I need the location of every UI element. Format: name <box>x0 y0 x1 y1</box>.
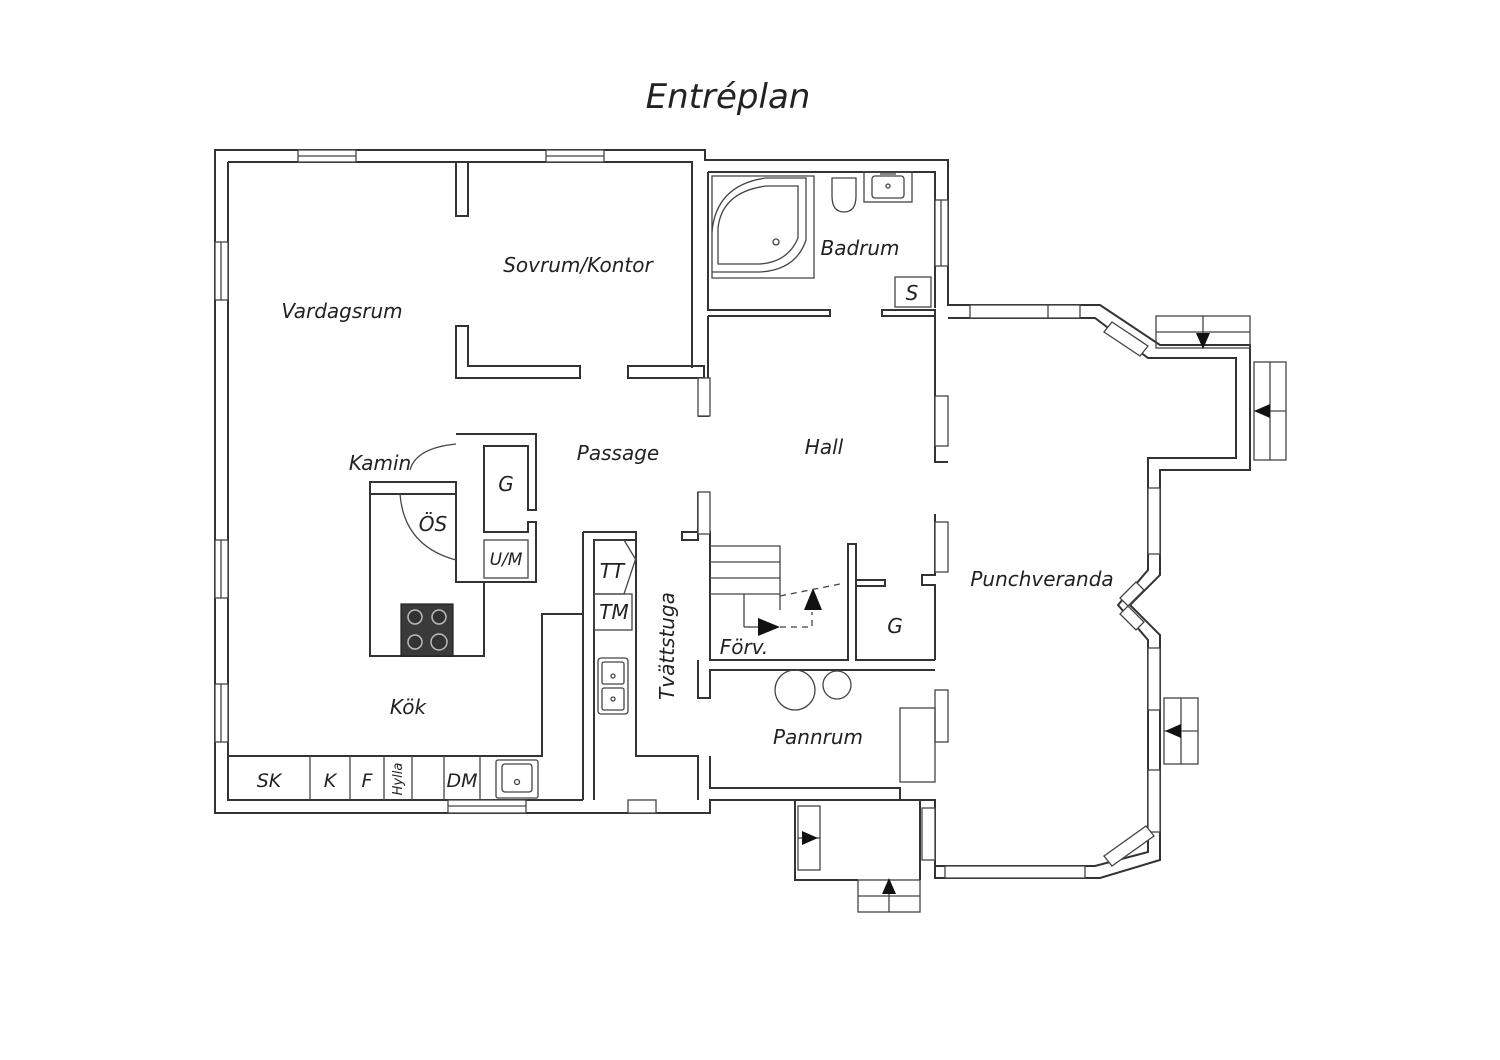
label-um: U/M <box>490 550 523 570</box>
label-hylla: Hylla <box>391 763 406 796</box>
arrow-left-icon <box>1254 404 1270 418</box>
label-kamin: Kamin <box>349 451 411 475</box>
label-hall: Hall <box>805 435 844 459</box>
label-k: K <box>324 770 338 792</box>
label-badrum: Badrum <box>820 236 899 260</box>
direction-arrows <box>758 333 1270 894</box>
windows <box>214 149 1161 879</box>
label-badrum-s: S <box>906 281 919 305</box>
label-forv: Förv. <box>720 635 769 659</box>
arrow-right-icon <box>802 831 818 845</box>
label-passage: Passage <box>577 441 659 465</box>
entry-steps <box>797 315 1287 913</box>
label-sovrum-kontor: Sovrum/Kontor <box>503 253 654 277</box>
arrow-down-icon <box>1196 333 1210 349</box>
label-dm: DM <box>446 770 477 792</box>
arrow-left-icon <box>1165 724 1181 738</box>
room-labels: Vardagsrum Sovrum/Kontor Badrum S Kamin … <box>257 236 1114 795</box>
label-punchveranda: Punchveranda <box>970 567 1113 591</box>
label-garderob-hall: G <box>887 614 903 638</box>
arrow-right-icon <box>758 618 780 636</box>
label-sk: SK <box>257 770 283 792</box>
label-pannrum: Pannrum <box>773 725 863 749</box>
staircase <box>710 545 841 628</box>
label-f: F <box>362 770 374 792</box>
fixtures <box>309 171 936 800</box>
label-garderob: G <box>498 472 514 496</box>
arrow-up-icon <box>804 588 822 610</box>
plan-title: Entréplan <box>646 77 811 117</box>
label-kok: Kök <box>390 695 428 719</box>
interior-walls <box>228 162 948 881</box>
label-tvattstuga: Tvättstuga <box>655 592 679 700</box>
label-tt: TT <box>600 559 626 583</box>
label-vardagsrum: Vardagsrum <box>281 299 402 323</box>
label-overskap: ÖS <box>419 512 448 536</box>
arrow-up-icon <box>882 878 896 894</box>
label-tm: TM <box>599 600 628 624</box>
